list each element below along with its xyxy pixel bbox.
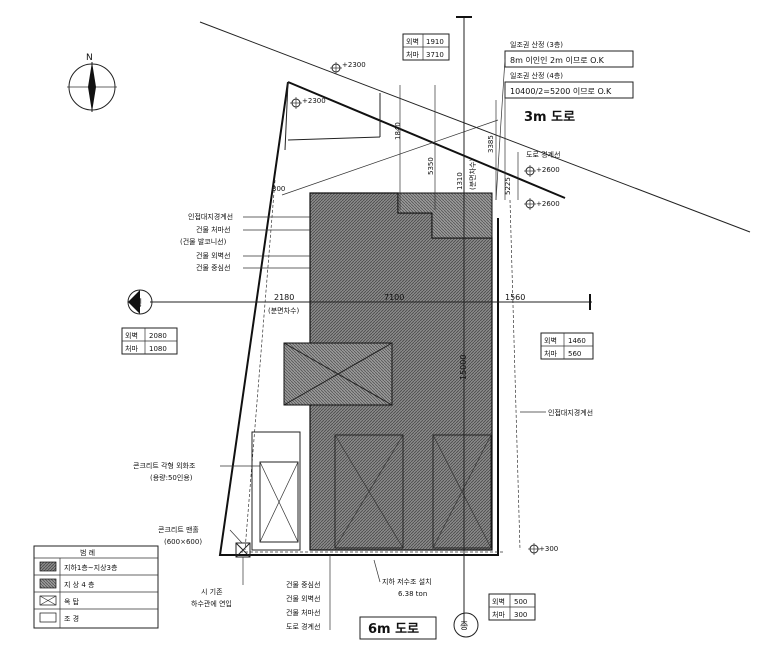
section-marker-south: 종 bbox=[453, 612, 479, 638]
svg-text:1460: 1460 bbox=[568, 337, 586, 345]
svg-text:건물 중심선: 건물 중심선 bbox=[286, 580, 320, 589]
sunlight-rules: 일조권 산정 (3층) 8m 이인인 2m 이므로 O.K 일조권 산정 (4층… bbox=[495, 40, 634, 201]
north-arrow-icon: N bbox=[67, 53, 117, 112]
svg-text:2080: 2080 bbox=[149, 332, 167, 340]
svg-text:외벽: 외벽 bbox=[492, 597, 505, 606]
section-marker-west: 횡 bbox=[127, 289, 153, 315]
svg-text:건물 중심선: 건물 중심선 bbox=[196, 263, 230, 272]
elevation-marker-1: +2300 bbox=[330, 61, 366, 74]
dimension-labels: 1840 5350 3385 1310 (분면차수) 5225 300 2180… bbox=[268, 85, 525, 380]
svg-text:+2300: +2300 bbox=[342, 61, 366, 69]
svg-text:+300: +300 bbox=[539, 545, 558, 553]
setback-line-left bbox=[244, 179, 276, 551]
legend-item-4: 조 경 bbox=[64, 614, 79, 623]
north-road-label: 3m 도로 bbox=[524, 110, 575, 125]
svg-text:처마: 처마 bbox=[544, 349, 557, 358]
svg-text:(용량:50인용): (용량:50인용) bbox=[150, 473, 193, 482]
svg-text:300: 300 bbox=[272, 185, 285, 193]
elevation-marker-5: +300 bbox=[528, 543, 558, 555]
elevation-marker-4: +2600 bbox=[524, 198, 560, 210]
legend-item-2: 지 상 4 층 bbox=[64, 580, 95, 589]
svg-text:하수관에 연입: 하수관에 연입 bbox=[191, 599, 232, 608]
svg-text:5225: 5225 bbox=[504, 177, 512, 195]
svg-text:처마: 처마 bbox=[406, 50, 419, 59]
height-table-right: 외벽 1460 처마 560 bbox=[540, 332, 594, 360]
diagonal-line bbox=[281, 119, 499, 196]
legend-swatch-2 bbox=[39, 578, 57, 589]
svg-text:일조권 산정 (4층): 일조권 산정 (4층) bbox=[510, 71, 563, 80]
svg-text:1910: 1910 bbox=[426, 38, 444, 46]
svg-text:콘크리트 각형 외화조: 콘크리트 각형 외화조 bbox=[133, 461, 196, 470]
annotations-left: 인접대지경계선 건물 처마선 (건물 발코니선) 건물 외벽선 건물 중심선 콘… bbox=[133, 212, 310, 608]
svg-text:8m 이인인 2m 이므로 O.K: 8m 이인인 2m 이므로 O.K bbox=[510, 55, 605, 65]
svg-text:6.38 ton: 6.38 ton bbox=[398, 590, 427, 598]
svg-text:시 기존: 시 기존 bbox=[201, 587, 223, 596]
height-table-top: 외벽 1910 처마 3710 bbox=[402, 33, 450, 61]
svg-text:560: 560 bbox=[568, 350, 581, 358]
svg-text:1080: 1080 bbox=[149, 345, 167, 353]
svg-text:1310: 1310 bbox=[456, 172, 464, 190]
svg-text:(분면차수): (분면차수) bbox=[268, 306, 299, 315]
svg-text:콘크리트 맨홀: 콘크리트 맨홀 bbox=[158, 525, 199, 534]
svg-text:+2600: +2600 bbox=[536, 166, 560, 174]
svg-text:외벽: 외벽 bbox=[544, 336, 557, 345]
svg-text:인접대지경계선: 인접대지경계선 bbox=[548, 408, 593, 417]
legend-swatch-3 bbox=[39, 595, 57, 606]
svg-text:2180: 2180 bbox=[274, 293, 294, 302]
site-boundary bbox=[218, 81, 499, 556]
legend-swatch-1 bbox=[39, 561, 57, 572]
svg-text:(600×600): (600×600) bbox=[164, 538, 202, 546]
height-table-left: 외벽 2080 처마 1080 bbox=[121, 327, 178, 355]
svg-text:10400/2=5200 이므로 O.K: 10400/2=5200 이므로 O.K bbox=[510, 86, 612, 96]
north-road-lines bbox=[199, 21, 751, 233]
svg-text:3710: 3710 bbox=[426, 51, 444, 59]
annotations-bottom: 건물 중심선 건물 외벽선 건물 처마선 도로 경계선 지하 저수조 설치 6.… bbox=[286, 555, 432, 631]
svg-text:건물 외벽선: 건물 외벽선 bbox=[196, 251, 230, 260]
legend-title: 범 례 bbox=[80, 548, 95, 557]
svg-text:15000: 15000 bbox=[459, 355, 468, 380]
svg-text:종: 종 bbox=[460, 621, 468, 632]
south-road-label: 6m 도로 bbox=[368, 622, 419, 637]
svg-text:7100: 7100 bbox=[384, 293, 404, 302]
svg-text:(건물 발코니선): (건물 발코니선) bbox=[180, 237, 227, 246]
svg-text:500: 500 bbox=[514, 598, 527, 606]
svg-text:일조권 산정 (3층): 일조권 산정 (3층) bbox=[510, 40, 563, 49]
penthouse-block bbox=[283, 342, 393, 406]
svg-text:+2300: +2300 bbox=[302, 97, 326, 105]
elevation-marker-3: +2600 bbox=[524, 165, 560, 177]
svg-text:건물 외벽선: 건물 외벽선 bbox=[286, 594, 320, 603]
svg-text:도로 경계선: 도로 경계선 bbox=[526, 150, 560, 159]
svg-text:지하 저수조 설치: 지하 저수조 설치 bbox=[382, 577, 432, 586]
south-road-box bbox=[359, 616, 437, 640]
height-table-bottom: 외벽 500 처마 300 bbox=[488, 593, 536, 621]
legend: 범 례 지하1층~지상3층 지 상 4 층 옥 탑 조 경 bbox=[33, 545, 159, 629]
svg-text:+2600: +2600 bbox=[536, 200, 560, 208]
svg-text:외벽: 외벽 bbox=[406, 37, 419, 46]
svg-text:인접대지경계선: 인접대지경계선 bbox=[188, 212, 233, 221]
svg-text:도로 경계선: 도로 경계선 bbox=[286, 622, 320, 631]
legend-swatch-4 bbox=[39, 612, 57, 623]
parking-bays bbox=[334, 434, 492, 549]
svg-text:1560: 1560 bbox=[505, 293, 525, 302]
annotations-right: 도로 경계선 인접대지경계선 bbox=[517, 150, 593, 417]
legend-item-1: 지하1층~지상3층 bbox=[64, 563, 118, 572]
north-label: N bbox=[86, 53, 93, 63]
svg-text:5350: 5350 bbox=[427, 157, 435, 175]
setback-line-right bbox=[509, 199, 521, 551]
septic-tank bbox=[251, 431, 301, 551]
svg-text:3385: 3385 bbox=[487, 135, 495, 153]
svg-text:(분면차수): (분면차수) bbox=[468, 159, 477, 190]
svg-text:1840: 1840 bbox=[394, 122, 402, 140]
svg-text:건물 처마선: 건물 처마선 bbox=[286, 608, 320, 617]
svg-text:처마: 처마 bbox=[125, 344, 138, 353]
svg-text:외벽: 외벽 bbox=[125, 331, 138, 340]
legend-item-3: 옥 탑 bbox=[64, 598, 80, 606]
elevation-marker-2: +2300 bbox=[290, 97, 326, 109]
svg-text:건물 처마선: 건물 처마선 bbox=[196, 225, 230, 234]
svg-text:처마: 처마 bbox=[492, 610, 505, 619]
svg-text:300: 300 bbox=[514, 611, 527, 619]
svg-text:횡: 횡 bbox=[134, 297, 142, 309]
